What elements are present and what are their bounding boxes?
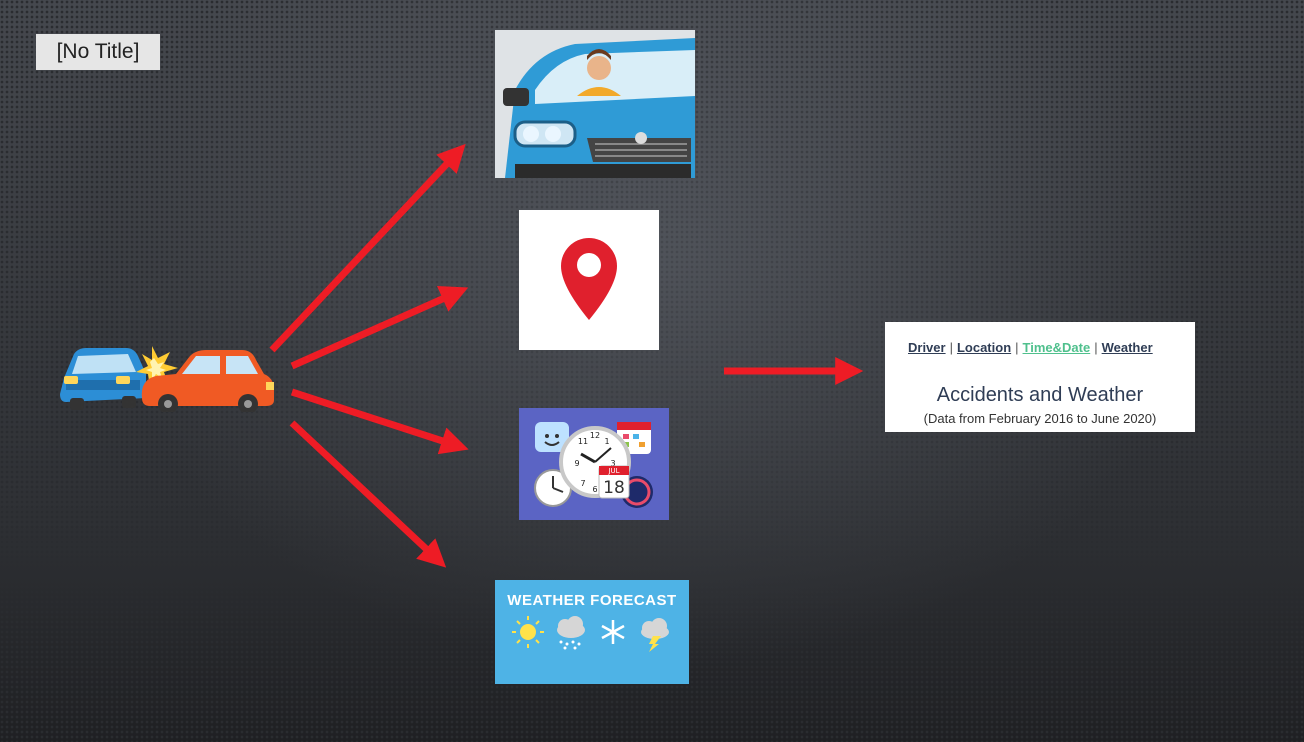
car-crash-icon [60, 346, 274, 412]
nav-separator: | [1094, 340, 1098, 355]
calendar-month: JUL [607, 467, 619, 475]
calendar-day: 18 [603, 478, 625, 498]
snowflake-icon [601, 620, 625, 644]
svg-text:9: 9 [574, 459, 579, 468]
blue-car-icon [60, 348, 146, 410]
weather-forecast-tile: WEATHER FORECAST [495, 580, 689, 684]
driver-car-icon [495, 30, 695, 178]
arrow-to-driver [269, 143, 466, 353]
nav-link-location[interactable]: Location [956, 340, 1012, 355]
arrow-to-weather [289, 420, 447, 568]
svg-text:12: 12 [590, 431, 600, 440]
info-card: Driver|Location|Time&Date|Weather Accide… [885, 322, 1195, 432]
weather-forecast-title: WEATHER FORECAST [507, 592, 677, 609]
arrow-to-time [290, 388, 469, 455]
storm-cloud-icon [641, 618, 669, 652]
nav-link-weather[interactable]: Weather [1101, 340, 1153, 355]
svg-text:1: 1 [604, 437, 609, 446]
rain-cloud-icon [557, 616, 585, 650]
arrow-to-location [290, 286, 469, 370]
nav-separator: | [1015, 340, 1019, 355]
orange-car-icon [141, 350, 274, 412]
slide-title: [No Title] [36, 34, 160, 70]
nav-separator: | [949, 340, 953, 355]
svg-text:6: 6 [592, 485, 597, 494]
svg-text:7: 7 [580, 479, 585, 488]
info-subtitle: (Data from February 2016 to June 2020) [923, 411, 1157, 426]
info-nav: Driver|Location|Time&Date|Weather [908, 340, 1153, 355]
map-pin-icon [519, 210, 659, 350]
info-title: Accidents and Weather [936, 384, 1144, 406]
svg-text:11: 11 [578, 437, 588, 446]
svg-text:3: 3 [610, 459, 615, 468]
nav-link-driver[interactable]: Driver [908, 340, 946, 355]
sun-icon [512, 616, 544, 648]
nav-link-timedate[interactable]: Time&Date [1022, 340, 1091, 355]
